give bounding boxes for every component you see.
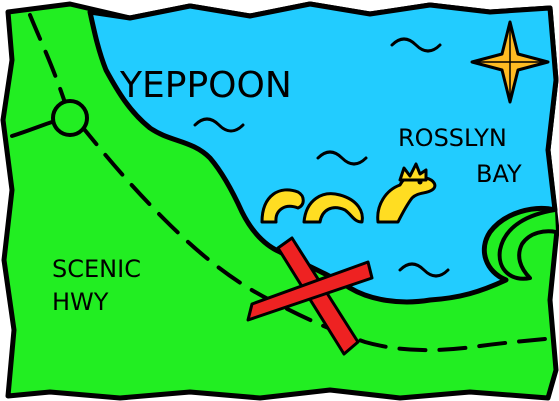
route-branch: [10, 120, 54, 138]
label-scenic: SCENIC: [52, 255, 141, 283]
town-circle-icon: [51, 99, 89, 137]
label-hwy: HWY: [52, 288, 109, 316]
sea-serpent-icon: [260, 162, 437, 224]
treasure-x-icon: [246, 236, 374, 356]
label-bay: BAY: [476, 160, 522, 188]
headland-hook: [497, 208, 557, 281]
wave-icon: [193, 37, 450, 278]
label-rosslyn: ROSSLYN: [398, 124, 507, 152]
label-yeppoon: YEPPOON: [119, 65, 292, 106]
compass-star-icon: [470, 20, 550, 104]
